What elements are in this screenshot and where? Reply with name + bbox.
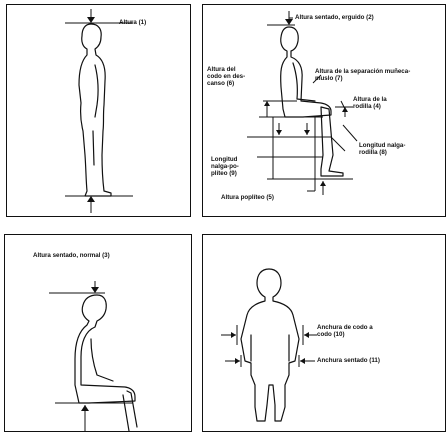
label-altura-rodilla: Altura de la rodilla (4) (353, 97, 387, 111)
label-altura-sentado-erguido: Altura sentado, erguido (2) (295, 15, 374, 22)
label-altura: Altura (1) (119, 20, 146, 27)
panel-seated-measurements: Altura sentado, erguido (2) Altura del c… (202, 4, 446, 217)
seated-figure-drawing (203, 5, 447, 218)
label-anchura-codo-a-codo: Anchura de codo a codo (10) (317, 325, 381, 339)
label-longitud-nalga-popliteo: Longitud nalga-po- plíteo (9) (211, 157, 253, 177)
label-separacion-muneca-muslo: Altura de la separación muñeca-muslo (7) (315, 69, 411, 83)
label-anchura-sentado: Anchura sentado (11) (317, 358, 380, 365)
label-altura-popliteo: Altura poplíteo (5) (221, 195, 274, 202)
label-altura-sentado-normal: Altura sentado, normal (3) (33, 253, 110, 260)
panel-seated-normal-height: Altura sentado, normal (3) (4, 234, 192, 432)
panel-standing-height: Altura (1) (6, 4, 191, 217)
standing-figure-drawing (7, 5, 192, 218)
label-altura-codo-descanso: Altura del codo en des- canso (6) (207, 67, 247, 87)
seated-normal-figure-drawing (5, 235, 193, 433)
label-longitud-nalga-rodilla: Longitud nalga-rodilla (8) (359, 143, 413, 157)
panel-seated-widths: Anchura de codo a codo (10) Anchura sent… (202, 234, 446, 432)
